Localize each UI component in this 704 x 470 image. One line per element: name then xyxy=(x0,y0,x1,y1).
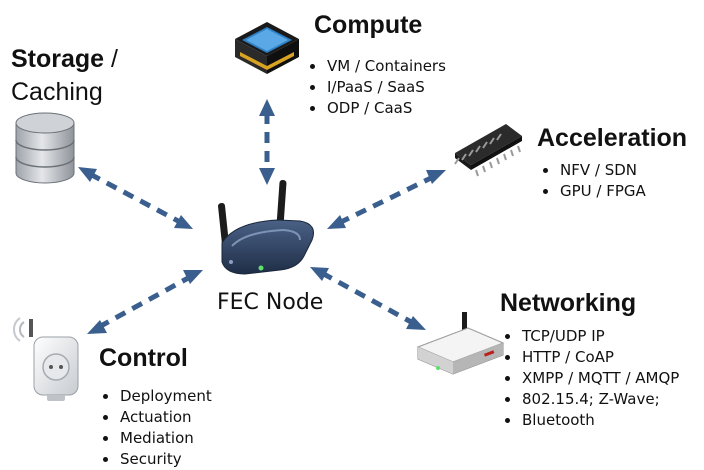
list-item: Security xyxy=(98,449,212,470)
acceleration-list: NFV / SDN GPU / FPGA xyxy=(538,160,646,202)
gateway-device-icon xyxy=(416,312,505,375)
processor-chip-icon xyxy=(235,22,299,74)
control-list: Deployment Actuation Mediation Security xyxy=(98,386,212,470)
arrow-networking xyxy=(310,267,426,330)
list-item: XMPP / MQTT / AMQP xyxy=(500,368,679,389)
router-icon xyxy=(218,180,314,275)
list-item: HTTP / CoAP xyxy=(500,347,679,368)
list-item: ODP / CaaS xyxy=(305,98,446,119)
networking-title: Networking xyxy=(500,289,637,317)
storage-title: Storage / xyxy=(11,45,118,73)
database-icon xyxy=(15,112,75,184)
arrow-control xyxy=(87,270,203,334)
memory-chip-icon xyxy=(454,124,522,177)
smart-plug-icon xyxy=(13,317,79,401)
caching-title: Caching xyxy=(11,78,103,106)
networking-list: TCP/UDP IP HTTP / CoAP XMPP / MQTT / AMQ… xyxy=(500,326,679,431)
acceleration-title: Acceleration xyxy=(537,124,688,152)
list-item: NFV / SDN xyxy=(538,160,646,181)
list-item: 802.15.4; Z-Wave; xyxy=(500,389,679,410)
list-item: I/PaaS / SaaS xyxy=(305,77,446,98)
compute-list: VM / Containers I/PaaS / SaaS ODP / CaaS xyxy=(305,56,446,119)
list-item: GPU / FPGA xyxy=(538,181,646,202)
list-item: TCP/UDP IP xyxy=(500,326,679,347)
arrow-acceleration xyxy=(327,170,446,229)
list-item: Bluetooth xyxy=(500,410,679,431)
control-title: Control xyxy=(99,344,188,372)
list-item: Deployment xyxy=(98,386,212,407)
arrow-compute xyxy=(259,99,275,185)
list-item: Actuation xyxy=(98,407,212,428)
compute-title: Compute xyxy=(314,11,423,39)
list-item: Mediation xyxy=(98,428,212,449)
list-item: VM / Containers xyxy=(305,56,446,77)
fec-node-label: FEC Node xyxy=(217,290,324,315)
arrow-storage xyxy=(78,167,193,229)
